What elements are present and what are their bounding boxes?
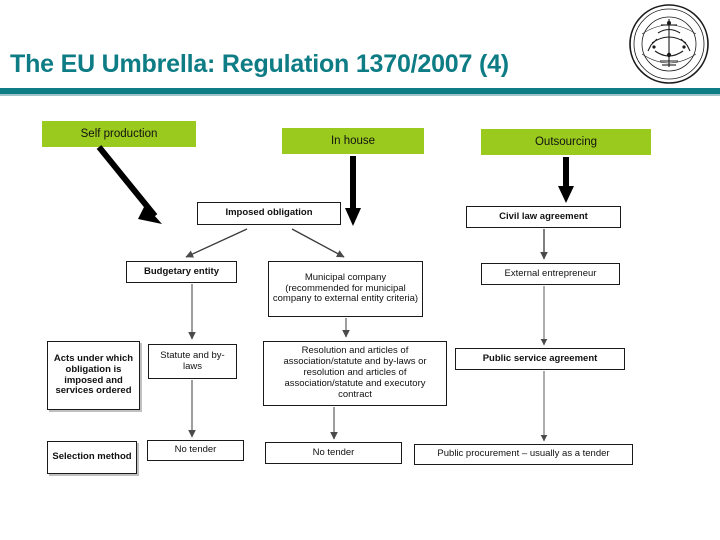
node-municipal-company[interactable]: Municipal company (recommended for munic… xyxy=(268,261,423,317)
row-label-selection-method: Selection method xyxy=(47,441,137,474)
node-no-tender-middle[interactable]: No tender xyxy=(265,442,402,464)
institutional-seal-logo xyxy=(628,3,710,85)
arrow-imposed-to-municipal xyxy=(291,228,345,258)
title-divider-shadow xyxy=(0,94,720,96)
arrow-imposed-to-budgetary xyxy=(185,228,248,258)
node-resolution-articles[interactable]: Resolution and articles of association/s… xyxy=(263,341,447,406)
column-header-in-house[interactable]: In house xyxy=(282,128,424,154)
title-divider xyxy=(0,88,720,94)
row-label-acts: Acts under which obligation is imposed a… xyxy=(47,341,140,410)
node-no-tender-left[interactable]: No tender xyxy=(147,440,244,461)
arrow-outsourcing xyxy=(558,157,574,203)
node-budgetary-entity[interactable]: Budgetary entity xyxy=(126,261,237,283)
arrow-in-house xyxy=(345,156,361,226)
node-imposed-obligation[interactable]: Imposed obligation xyxy=(197,202,341,225)
node-statute-and-bylaws[interactable]: Statute and by-laws xyxy=(148,344,237,379)
page-title: The EU Umbrella: Regulation 1370/2007 (4… xyxy=(10,50,509,78)
arrow-self-production xyxy=(96,145,162,224)
column-header-self-production[interactable]: Self production xyxy=(42,121,196,147)
column-header-outsourcing[interactable]: Outsourcing xyxy=(481,129,651,155)
node-civil-law-agreement[interactable]: Civil law agreement xyxy=(466,206,621,228)
node-public-service-agreement[interactable]: Public service agreement xyxy=(455,348,625,370)
node-public-procurement[interactable]: Public procurement – usually as a tender xyxy=(414,444,633,465)
node-external-entrepreneur[interactable]: External entrepreneur xyxy=(481,263,620,285)
